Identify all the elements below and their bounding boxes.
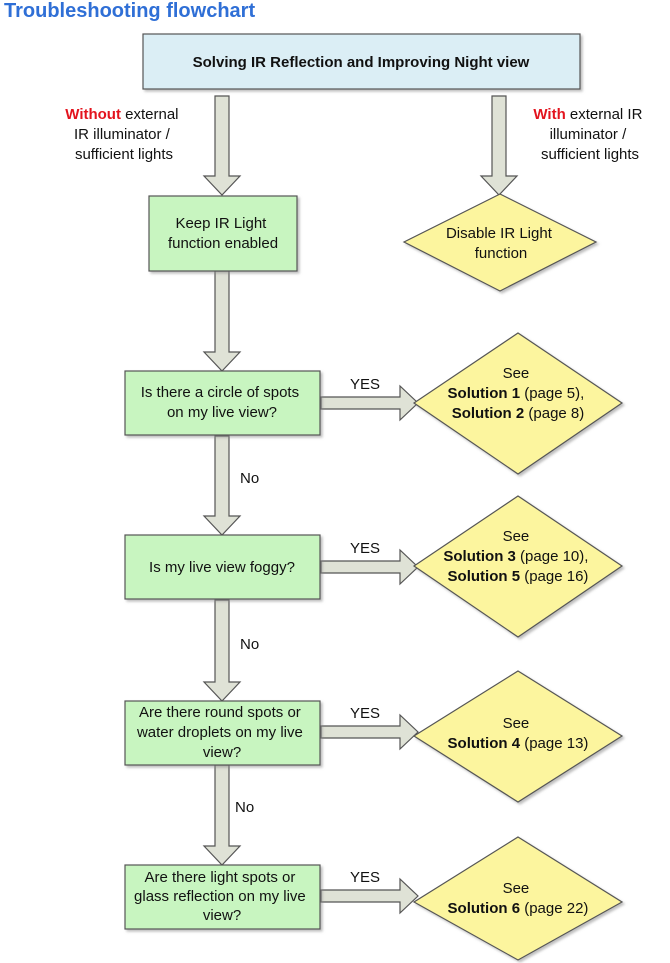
arrow-q2-to-q3: [202, 599, 242, 702]
solution-text-2: See Solution 3 (page 10), Solution 5 (pa…: [443, 528, 592, 585]
arrow-keep-to-q1: [202, 270, 242, 372]
question-text-4: Are there light spots or glass reflectio…: [134, 869, 310, 924]
question-box-3: [124, 700, 321, 766]
no-label-1: No: [240, 470, 259, 487]
no-label-3: No: [235, 799, 254, 816]
question-box-1: [124, 370, 321, 436]
page-title: Troubleshooting flowchart: [4, 0, 256, 22]
left-branch-label: Without external IR illuminator / suffic…: [65, 106, 182, 163]
solution-diamond-2: [412, 495, 624, 638]
arrow-yes-1: [320, 384, 419, 422]
no-label-2: No: [240, 636, 259, 653]
keep-ir-text: Keep IR Light function enabled: [168, 215, 278, 252]
header-box: [142, 33, 581, 90]
right-branch-label: With external IR illuminator / sufficien…: [533, 106, 646, 163]
disable-ir-text: Disable IR Light function: [446, 225, 556, 262]
question-box-2: [124, 534, 321, 600]
yes-label-4: YES: [350, 869, 380, 886]
solution-diamond-1: [412, 332, 624, 475]
yes-label-2: YES: [350, 540, 380, 557]
question-box-4: [124, 864, 321, 930]
arrow-yes-4: [320, 877, 419, 915]
question-text-1: Is there a circle of spots on my live vi…: [141, 384, 304, 421]
keep-ir-box: [148, 195, 298, 272]
yes-label-1: YES: [350, 376, 380, 393]
arrow-down-left: [202, 95, 242, 196]
solution-diamond-3: [412, 670, 624, 803]
arrow-down-right: [479, 95, 519, 196]
disable-ir-diamond: [402, 193, 598, 292]
header-text: Solving IR Reflection and Improving Nigh…: [193, 54, 530, 71]
yes-label-3: YES: [350, 705, 380, 722]
question-text-3: Are there round spots or water droplets …: [136, 704, 307, 761]
question-text-2: Is my live view foggy?: [149, 559, 295, 576]
arrow-yes-3: [320, 713, 419, 751]
solution-text-4: See Solution 6 (page 22): [448, 880, 589, 917]
solution-text-1: See Solution 1 (page 5), Solution 2 (pag…: [448, 365, 589, 422]
solution-diamond-4: [412, 836, 624, 961]
arrow-yes-2: [320, 548, 419, 586]
arrow-q1-to-q2: [202, 435, 242, 536]
arrow-q3-to-q4: [202, 764, 242, 866]
solution-text-3: See Solution 4 (page 13): [448, 715, 589, 752]
